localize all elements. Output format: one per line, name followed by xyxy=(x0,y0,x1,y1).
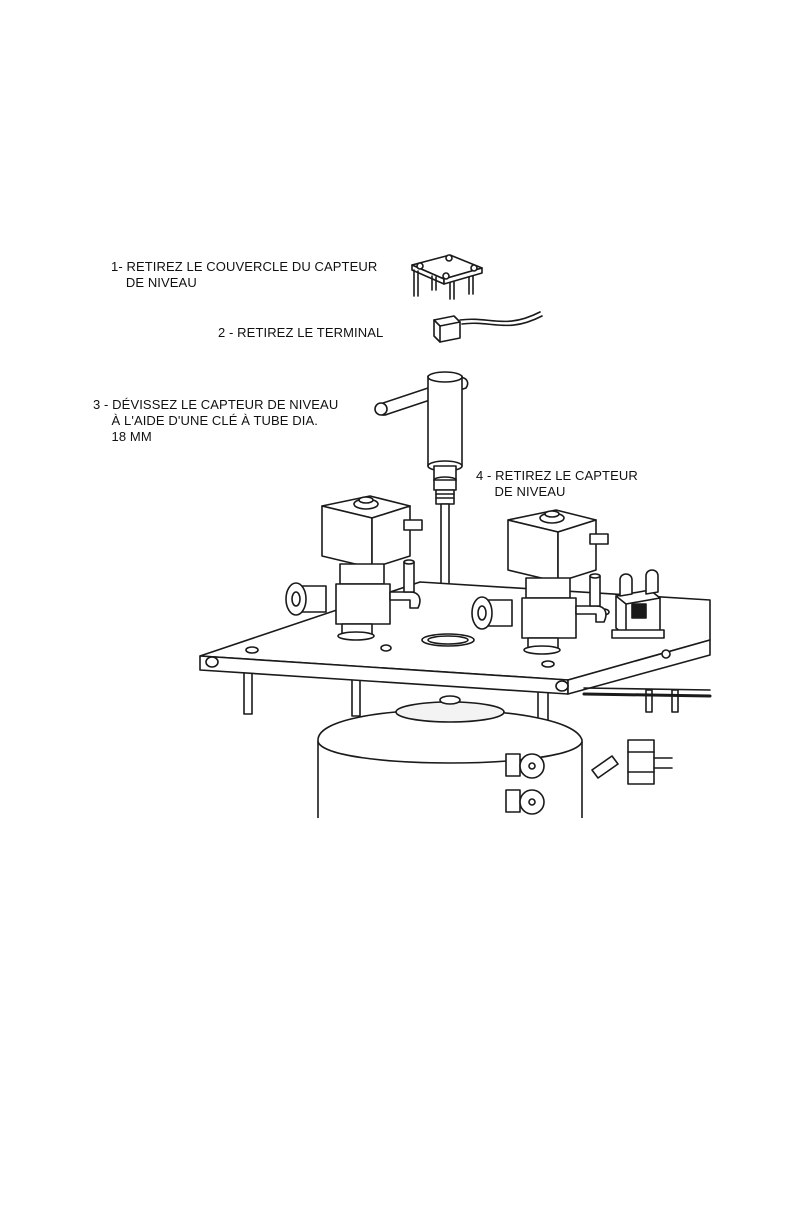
socket-wrench xyxy=(375,372,468,483)
terminal-connector xyxy=(434,312,542,342)
electrical-connector-block xyxy=(612,570,664,638)
tank-assembly xyxy=(244,670,678,820)
sensor-cover xyxy=(412,255,482,299)
